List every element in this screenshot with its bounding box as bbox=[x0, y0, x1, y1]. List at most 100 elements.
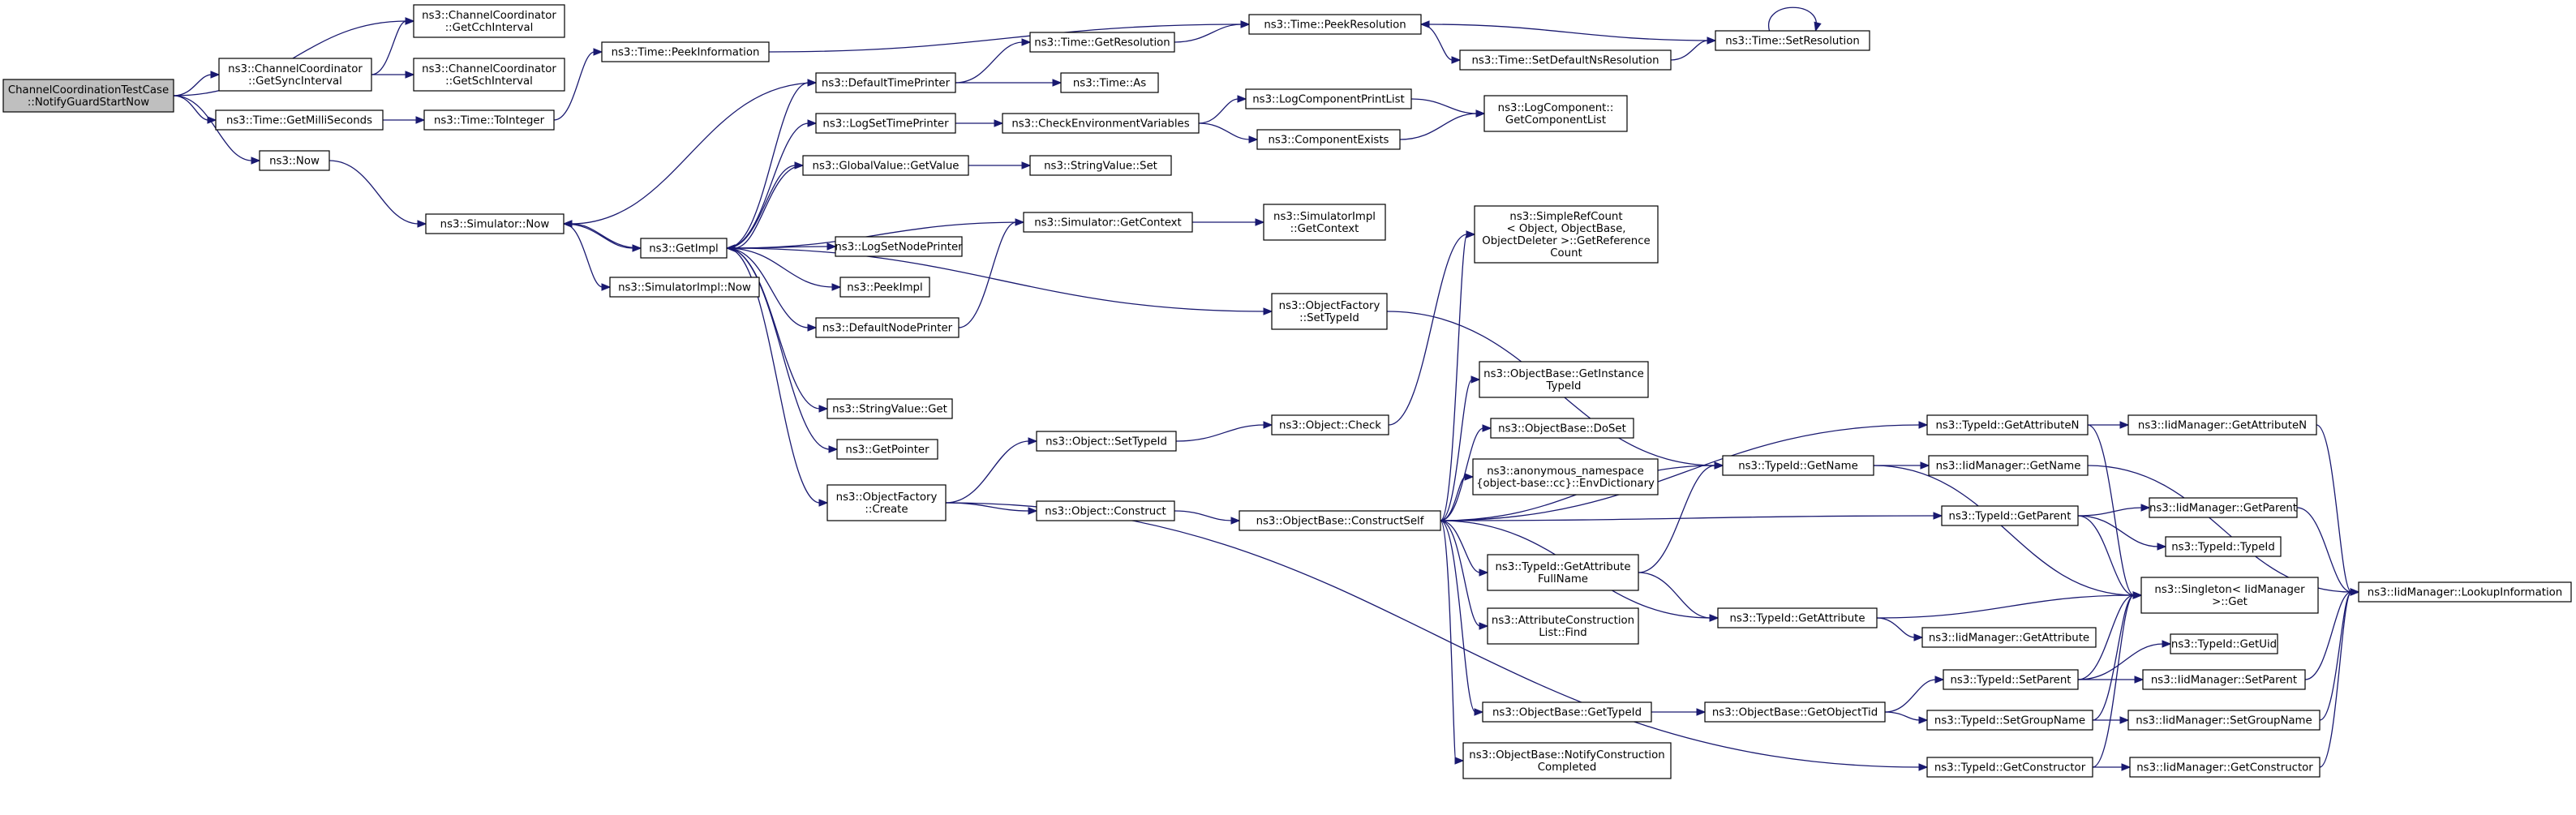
node-label: ns3::ChannelCoordinator bbox=[422, 63, 556, 75]
node-label: ns3::LogSetTimePrinter bbox=[822, 118, 949, 131]
node-iidGetAttr[interactable]: ns3::IidManager::GetAttribute bbox=[1921, 627, 2097, 648]
edge-line bbox=[2319, 591, 2352, 768]
node-label: Completed bbox=[1538, 761, 1597, 774]
edge-line bbox=[1174, 24, 1243, 43]
node-objConstruct[interactable]: ns3::Object::Construct bbox=[1036, 500, 1175, 521]
node-obConstructSelf[interactable]: ns3::ObjectBase::ConstructSelf bbox=[1239, 510, 1441, 531]
node-iidGetName[interactable]: ns3::IidManager::GetName bbox=[1928, 455, 2089, 476]
node-tidSetParent[interactable]: ns3::TypeId::SetParent bbox=[1943, 669, 2079, 690]
edge-line bbox=[1638, 465, 1716, 573]
node-simImplNow[interactable]: ns3::SimulatorImpl::Now bbox=[609, 277, 760, 298]
edge-gvGetValue-to-svSet bbox=[968, 161, 1032, 169]
node-tidGetParent[interactable]: ns3::TypeId::GetParent bbox=[1941, 505, 2079, 526]
node-label: Count bbox=[1550, 247, 1582, 260]
node-peekInfo[interactable]: ns3::Time::PeekInformation bbox=[601, 41, 770, 62]
edge-line bbox=[2296, 507, 2352, 593]
node-checkEnv[interactable]: ns3::CheckEnvironmentVariables bbox=[1002, 113, 1200, 134]
node-tidGetAttr[interactable]: ns3::TypeId::GetAttribute bbox=[1717, 607, 1878, 628]
node-tidGetConstructor[interactable]: ns3::TypeId::GetConstructor bbox=[1926, 757, 2093, 778]
node-anonEnvDict[interactable]: ns3::anonymous_namespace{object-base::cc… bbox=[1472, 458, 1659, 495]
node-label: ::GetCchInterval bbox=[445, 22, 534, 34]
edge-arrowhead bbox=[1474, 708, 1484, 716]
node-tidGetUid[interactable]: ns3::TypeId::GetUid bbox=[2170, 633, 2278, 654]
node-getRes[interactable]: ns3::Time::GetResolution bbox=[1029, 32, 1175, 53]
edge-obConstructSelf-to-tidGetParent bbox=[1440, 512, 1943, 521]
node-obDoSet[interactable]: ns3::ObjectBase::DoSet bbox=[1490, 418, 1634, 439]
node-svSet[interactable]: ns3::StringValue::Set bbox=[1029, 155, 1172, 176]
edge-line bbox=[768, 24, 1243, 53]
node-box bbox=[215, 109, 384, 131]
node-box bbox=[2129, 757, 2321, 778]
node-iidSetParent[interactable]: ns3::IidManager::SetParent bbox=[2142, 669, 2306, 690]
node-getImpl[interactable]: ns3::GetImpl bbox=[640, 238, 728, 259]
node-gvGetValue[interactable]: ns3::GlobalValue::GetValue bbox=[802, 155, 969, 176]
node-ccGetCch[interactable]: ns3::ChannelCoordinator::GetCchInterval bbox=[413, 4, 565, 38]
node-box bbox=[1029, 155, 1172, 176]
node-iidGetAttrN[interactable]: ns3::IidManager::GetAttributeN bbox=[2127, 414, 2317, 435]
node-label: ns3::ComponentExists bbox=[1268, 135, 1389, 147]
edge-tidGetName-to-singletonGet bbox=[1873, 465, 2143, 599]
node-box bbox=[1271, 293, 1388, 330]
node-iidGetParent[interactable]: ns3::IidManager::GetParent bbox=[2149, 497, 2298, 518]
node-simGetCtx[interactable]: ns3::Simulator::GetContext bbox=[1023, 212, 1193, 233]
node-timeAs[interactable]: ns3::Time::As bbox=[1060, 72, 1159, 93]
node-obNotifyConstr[interactable]: ns3::ObjectBase::NotifyConstructionCompl… bbox=[1462, 742, 1672, 779]
node-objCheck[interactable]: ns3::Object::Check bbox=[1271, 414, 1389, 435]
node-objSetTypeId[interactable]: ns3::Object::SetTypeId bbox=[1036, 431, 1177, 452]
node-defNodePrinter[interactable]: ns3::DefaultNodePrinter bbox=[815, 317, 960, 338]
node-obGetObjTid[interactable]: ns3::ObjectBase::GetObjectTid bbox=[1704, 701, 1886, 723]
node-iidSetGroupName[interactable]: ns3::IidManager::SetGroupName bbox=[2127, 710, 2321, 731]
node-tidSetGroupName[interactable]: ns3::TypeId::SetGroupName bbox=[1926, 710, 2093, 731]
edge-defNodePrinter-to-simGetCtx bbox=[958, 218, 1025, 328]
edge-arrowhead bbox=[1714, 461, 1724, 470]
edge-arrowhead bbox=[2140, 504, 2151, 512]
edge-line bbox=[1884, 711, 1921, 721]
node-ccGetSync[interactable]: ns3::ChannelCoordinator::GetSyncInterval bbox=[218, 58, 372, 92]
node-peekRes[interactable]: ns3::Time::PeekResolution bbox=[1248, 14, 1422, 35]
node-simImplGetCtx[interactable]: ns3::SimulatorImpl::GetContext bbox=[1263, 204, 1386, 241]
node-setDefRes[interactable]: ns3::Time::SetDefaultNsResolution bbox=[1459, 49, 1672, 71]
node-singletonGet[interactable]: ns3::Singleton< IidManager>::Get bbox=[2140, 577, 2319, 614]
node-getCompList[interactable]: ns3::LogComponent::GetComponentList bbox=[1483, 95, 1628, 132]
node-logCompPrint[interactable]: ns3::LogComponentPrintList bbox=[1245, 88, 1412, 109]
node-getMilli[interactable]: ns3::Time::GetMilliSeconds bbox=[215, 109, 384, 131]
node-setRes[interactable]: ns3::Time::SetResolution bbox=[1715, 30, 1870, 51]
edge-getImpl-to-peekImpl bbox=[726, 247, 842, 291]
node-getPointer[interactable]: ns3::GetPointer bbox=[836, 439, 938, 460]
node-now[interactable]: ns3::Now bbox=[259, 150, 330, 171]
node-root[interactable]: ChannelCoordinationTestCase::NotifyGuard… bbox=[2, 79, 174, 113]
node-ofCreate[interactable]: ns3::ObjectFactory::Create bbox=[826, 484, 947, 521]
edge-ofCreate-to-objConstruct bbox=[945, 502, 1038, 515]
node-ccGetSch[interactable]: ns3::ChannelCoordinator::GetSchInterval bbox=[413, 58, 565, 92]
edge-line bbox=[1440, 234, 1468, 521]
node-box bbox=[1717, 607, 1878, 628]
edge-getImpl-to-getPointer bbox=[726, 247, 839, 453]
edge-arrowhead bbox=[725, 244, 736, 252]
node-simNow[interactable]: ns3::Simulator::Now bbox=[425, 213, 565, 234]
node-tidGetName[interactable]: ns3::TypeId::GetName bbox=[1722, 455, 1874, 476]
node-refCount[interactable]: ns3::SimpleRefCount< Object, ObjectBase,… bbox=[1474, 205, 1659, 264]
node-toInteger[interactable]: ns3::Time::ToInteger bbox=[423, 109, 555, 131]
node-svGet[interactable]: ns3::StringValue::Get bbox=[826, 398, 953, 419]
edge-line bbox=[1440, 520, 1481, 573]
node-ofSetTypeId[interactable]: ns3::ObjectFactory::SetTypeId bbox=[1271, 293, 1388, 330]
node-label: ns3::GlobalValue::GetValue bbox=[813, 161, 960, 173]
node-peekImpl[interactable]: ns3::PeekImpl bbox=[839, 277, 930, 298]
node-obGetTid[interactable]: ns3::ObjectBase::GetTypeId bbox=[1482, 701, 1652, 723]
node-tidTypeId[interactable]: ns3::TypeId::TypeId bbox=[2165, 536, 2282, 557]
node-label: ::GetSchInterval bbox=[445, 75, 533, 88]
edge-arrowhead bbox=[1015, 218, 1025, 226]
node-defTimePrinter[interactable]: ns3::DefaultTimePrinter bbox=[815, 72, 956, 93]
node-logSetTime[interactable]: ns3::LogSetTimePrinter bbox=[815, 113, 956, 134]
node-iidLookup[interactable]: ns3::IidManager::LookupInformation bbox=[2358, 581, 2572, 603]
node-label: ns3::IidManager::GetParent bbox=[2149, 503, 2297, 515]
node-logSetNode[interactable]: ns3::LogSetNodePrinter bbox=[835, 236, 963, 257]
edge-obConstructSelf-to-obGetTid bbox=[1440, 520, 1484, 716]
node-tidGetAttrN[interactable]: ns3::TypeId::GetAttributeN bbox=[1926, 414, 2089, 435]
node-label: ns3::SimulatorImpl::Now bbox=[618, 282, 751, 294]
node-iidGetConstructor[interactable]: ns3::IidManager::GetConstructor bbox=[2129, 757, 2321, 778]
node-compExists[interactable]: ns3::ComponentExists bbox=[1256, 129, 1401, 150]
